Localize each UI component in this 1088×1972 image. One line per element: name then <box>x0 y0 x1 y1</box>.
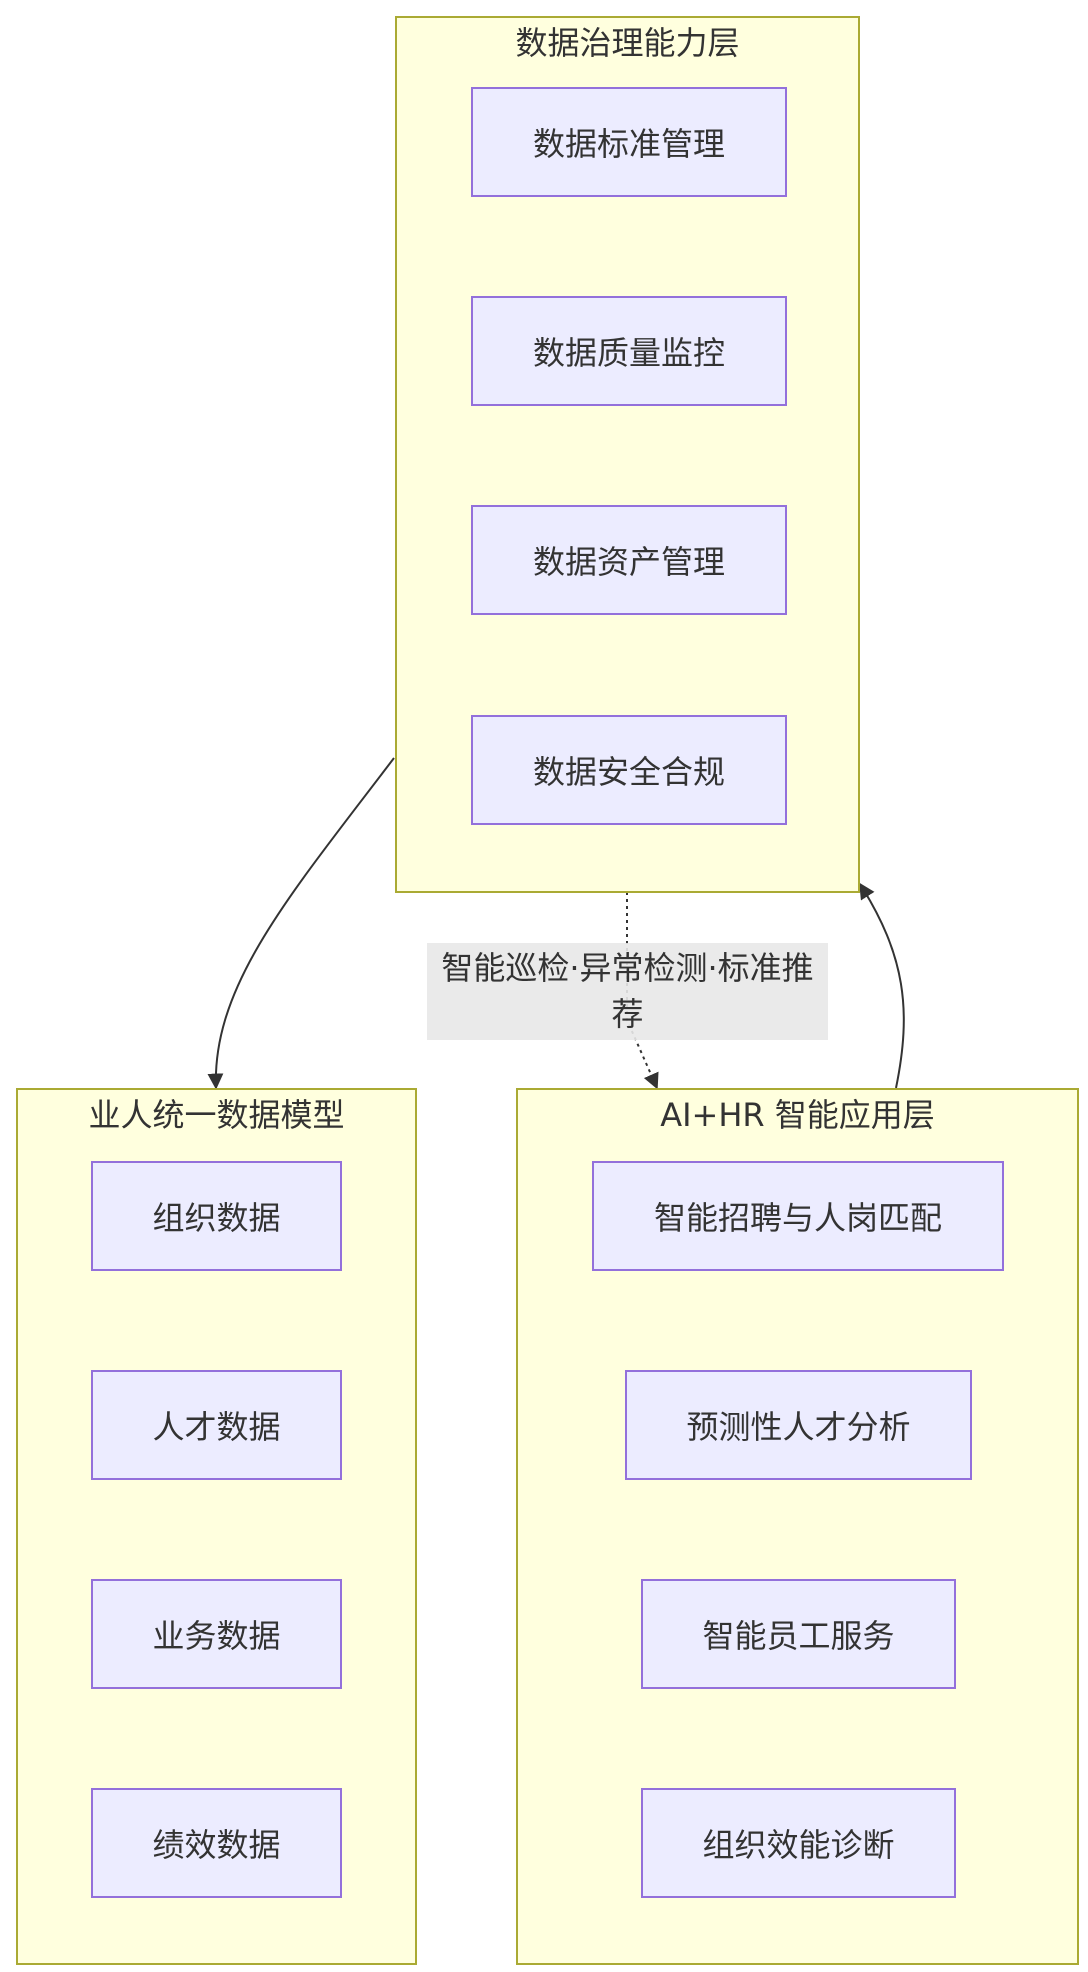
edge-label-governance-to-application: 智能巡检·异常检测·标准推荐 <box>427 943 828 1040</box>
node-data-asset-management[interactable]: 数据资产管理 <box>471 505 787 615</box>
node-business-data[interactable]: 业务数据 <box>91 1579 342 1689</box>
node-talent-data[interactable]: 人才数据 <box>91 1370 342 1480</box>
cluster-governance-title: 数据治理能力层 <box>515 24 740 62</box>
cluster-governance: 数据治理能力层 数据标准管理 数据质量监控 数据资产管理 数据安全合规 <box>395 16 860 893</box>
cluster-ai-hr-application-title: AI+HR 智能应用层 <box>660 1096 935 1134</box>
node-data-standard-management[interactable]: 数据标准管理 <box>471 87 787 197</box>
edge-application-to-governance <box>859 882 905 1089</box>
node-org-effectiveness-diagnosis[interactable]: 组织效能诊断 <box>641 1788 956 1898</box>
edge-governance-to-model <box>207 757 395 1090</box>
node-predictive-talent-analysis[interactable]: 预测性人才分析 <box>625 1370 972 1480</box>
node-performance-data[interactable]: 绩效数据 <box>91 1788 342 1898</box>
cluster-ai-hr-application: AI+HR 智能应用层 智能招聘与人岗匹配 预测性人才分析 智能员工服务 组织效… <box>516 1088 1079 1965</box>
node-data-quality-monitoring[interactable]: 数据质量监控 <box>471 296 787 406</box>
cluster-unified-data-model: 业人统一数据模型 组织数据 人才数据 业务数据 绩效数据 <box>16 1088 417 1965</box>
node-data-security-compliance[interactable]: 数据安全合规 <box>471 715 787 825</box>
node-smart-employee-service[interactable]: 智能员工服务 <box>641 1579 956 1689</box>
cluster-unified-data-model-title: 业人统一数据模型 <box>88 1096 345 1134</box>
node-organization-data[interactable]: 组织数据 <box>91 1161 342 1271</box>
node-smart-recruiting-matching[interactable]: 智能招聘与人岗匹配 <box>592 1161 1004 1271</box>
